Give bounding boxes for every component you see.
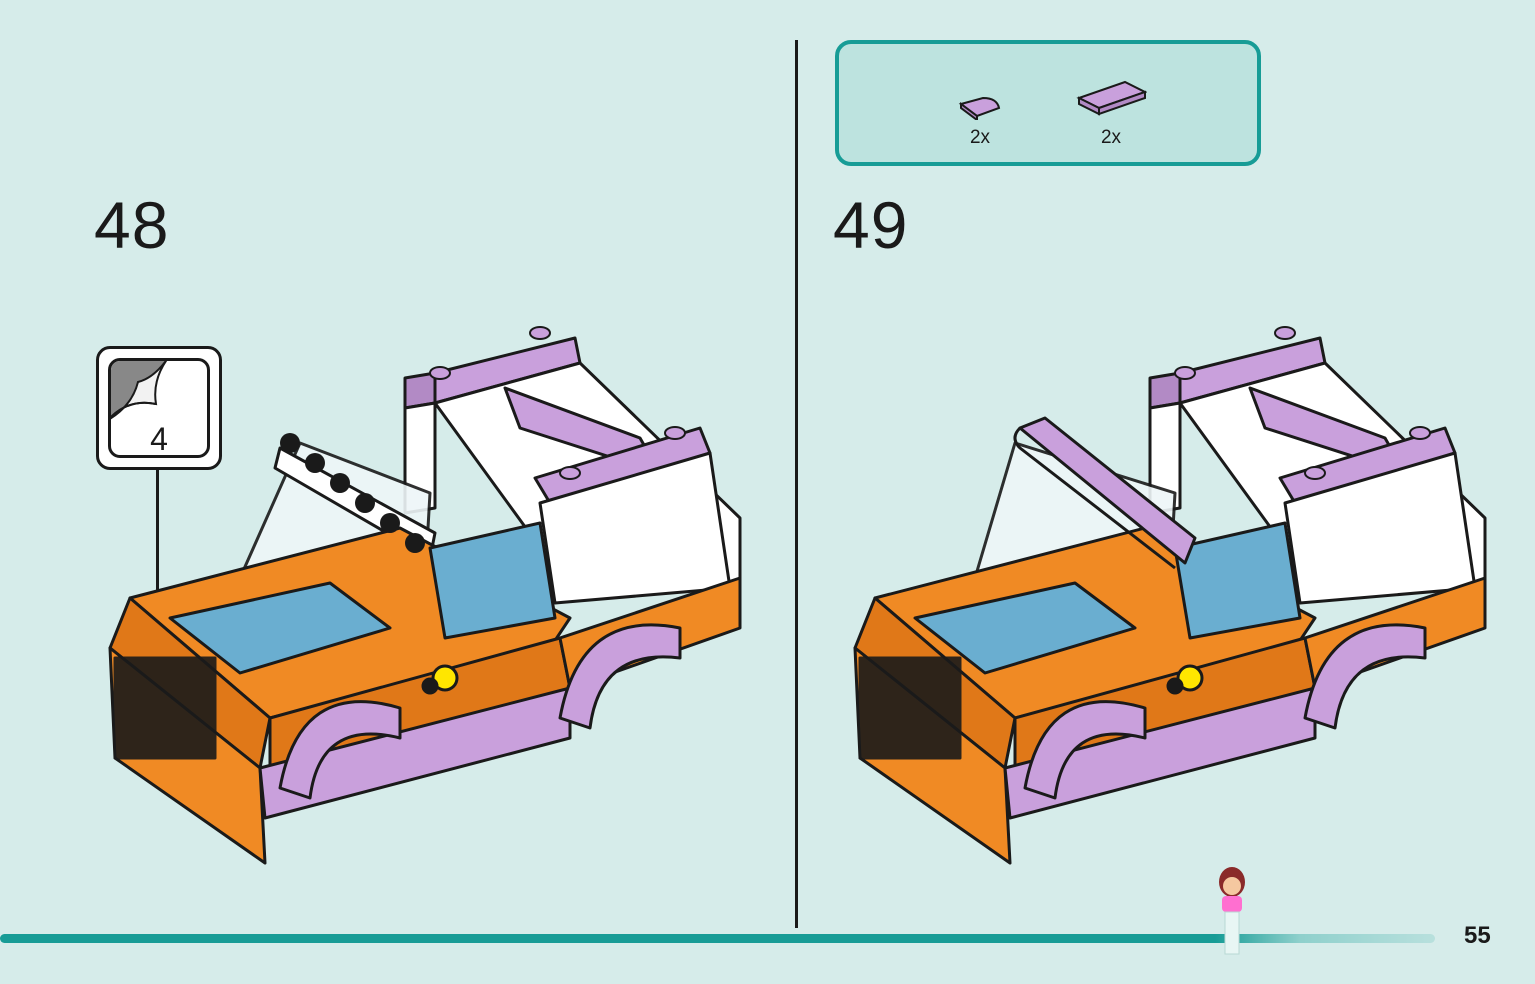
minifigure-icon (1219, 867, 1245, 955)
parts-needed-box: 2x 2x (835, 40, 1261, 166)
part-lavender-tile-flat: 2x (1075, 76, 1148, 149)
step-number-48: 48 (94, 188, 170, 262)
progress-bar (0, 934, 1435, 943)
part-lavender-tile-round: 2x (957, 94, 1003, 149)
model-step-48 (108, 326, 742, 865)
sticker-icon: 4 (108, 358, 210, 458)
part-qty: 2x (969, 127, 991, 148)
lavender-round-tile-icon (958, 96, 1001, 122)
step-number-49: 49 (833, 188, 909, 262)
page-number: 55 (1464, 922, 1491, 949)
part-qty: 2x (1100, 127, 1122, 148)
sticker-number: 4 (150, 421, 168, 457)
callout-line (156, 470, 159, 622)
sticker-callout: 4 (96, 346, 222, 470)
lavender-flat-tile-icon (1076, 80, 1148, 116)
model-step-49 (853, 326, 1487, 865)
step-divider (795, 40, 798, 928)
